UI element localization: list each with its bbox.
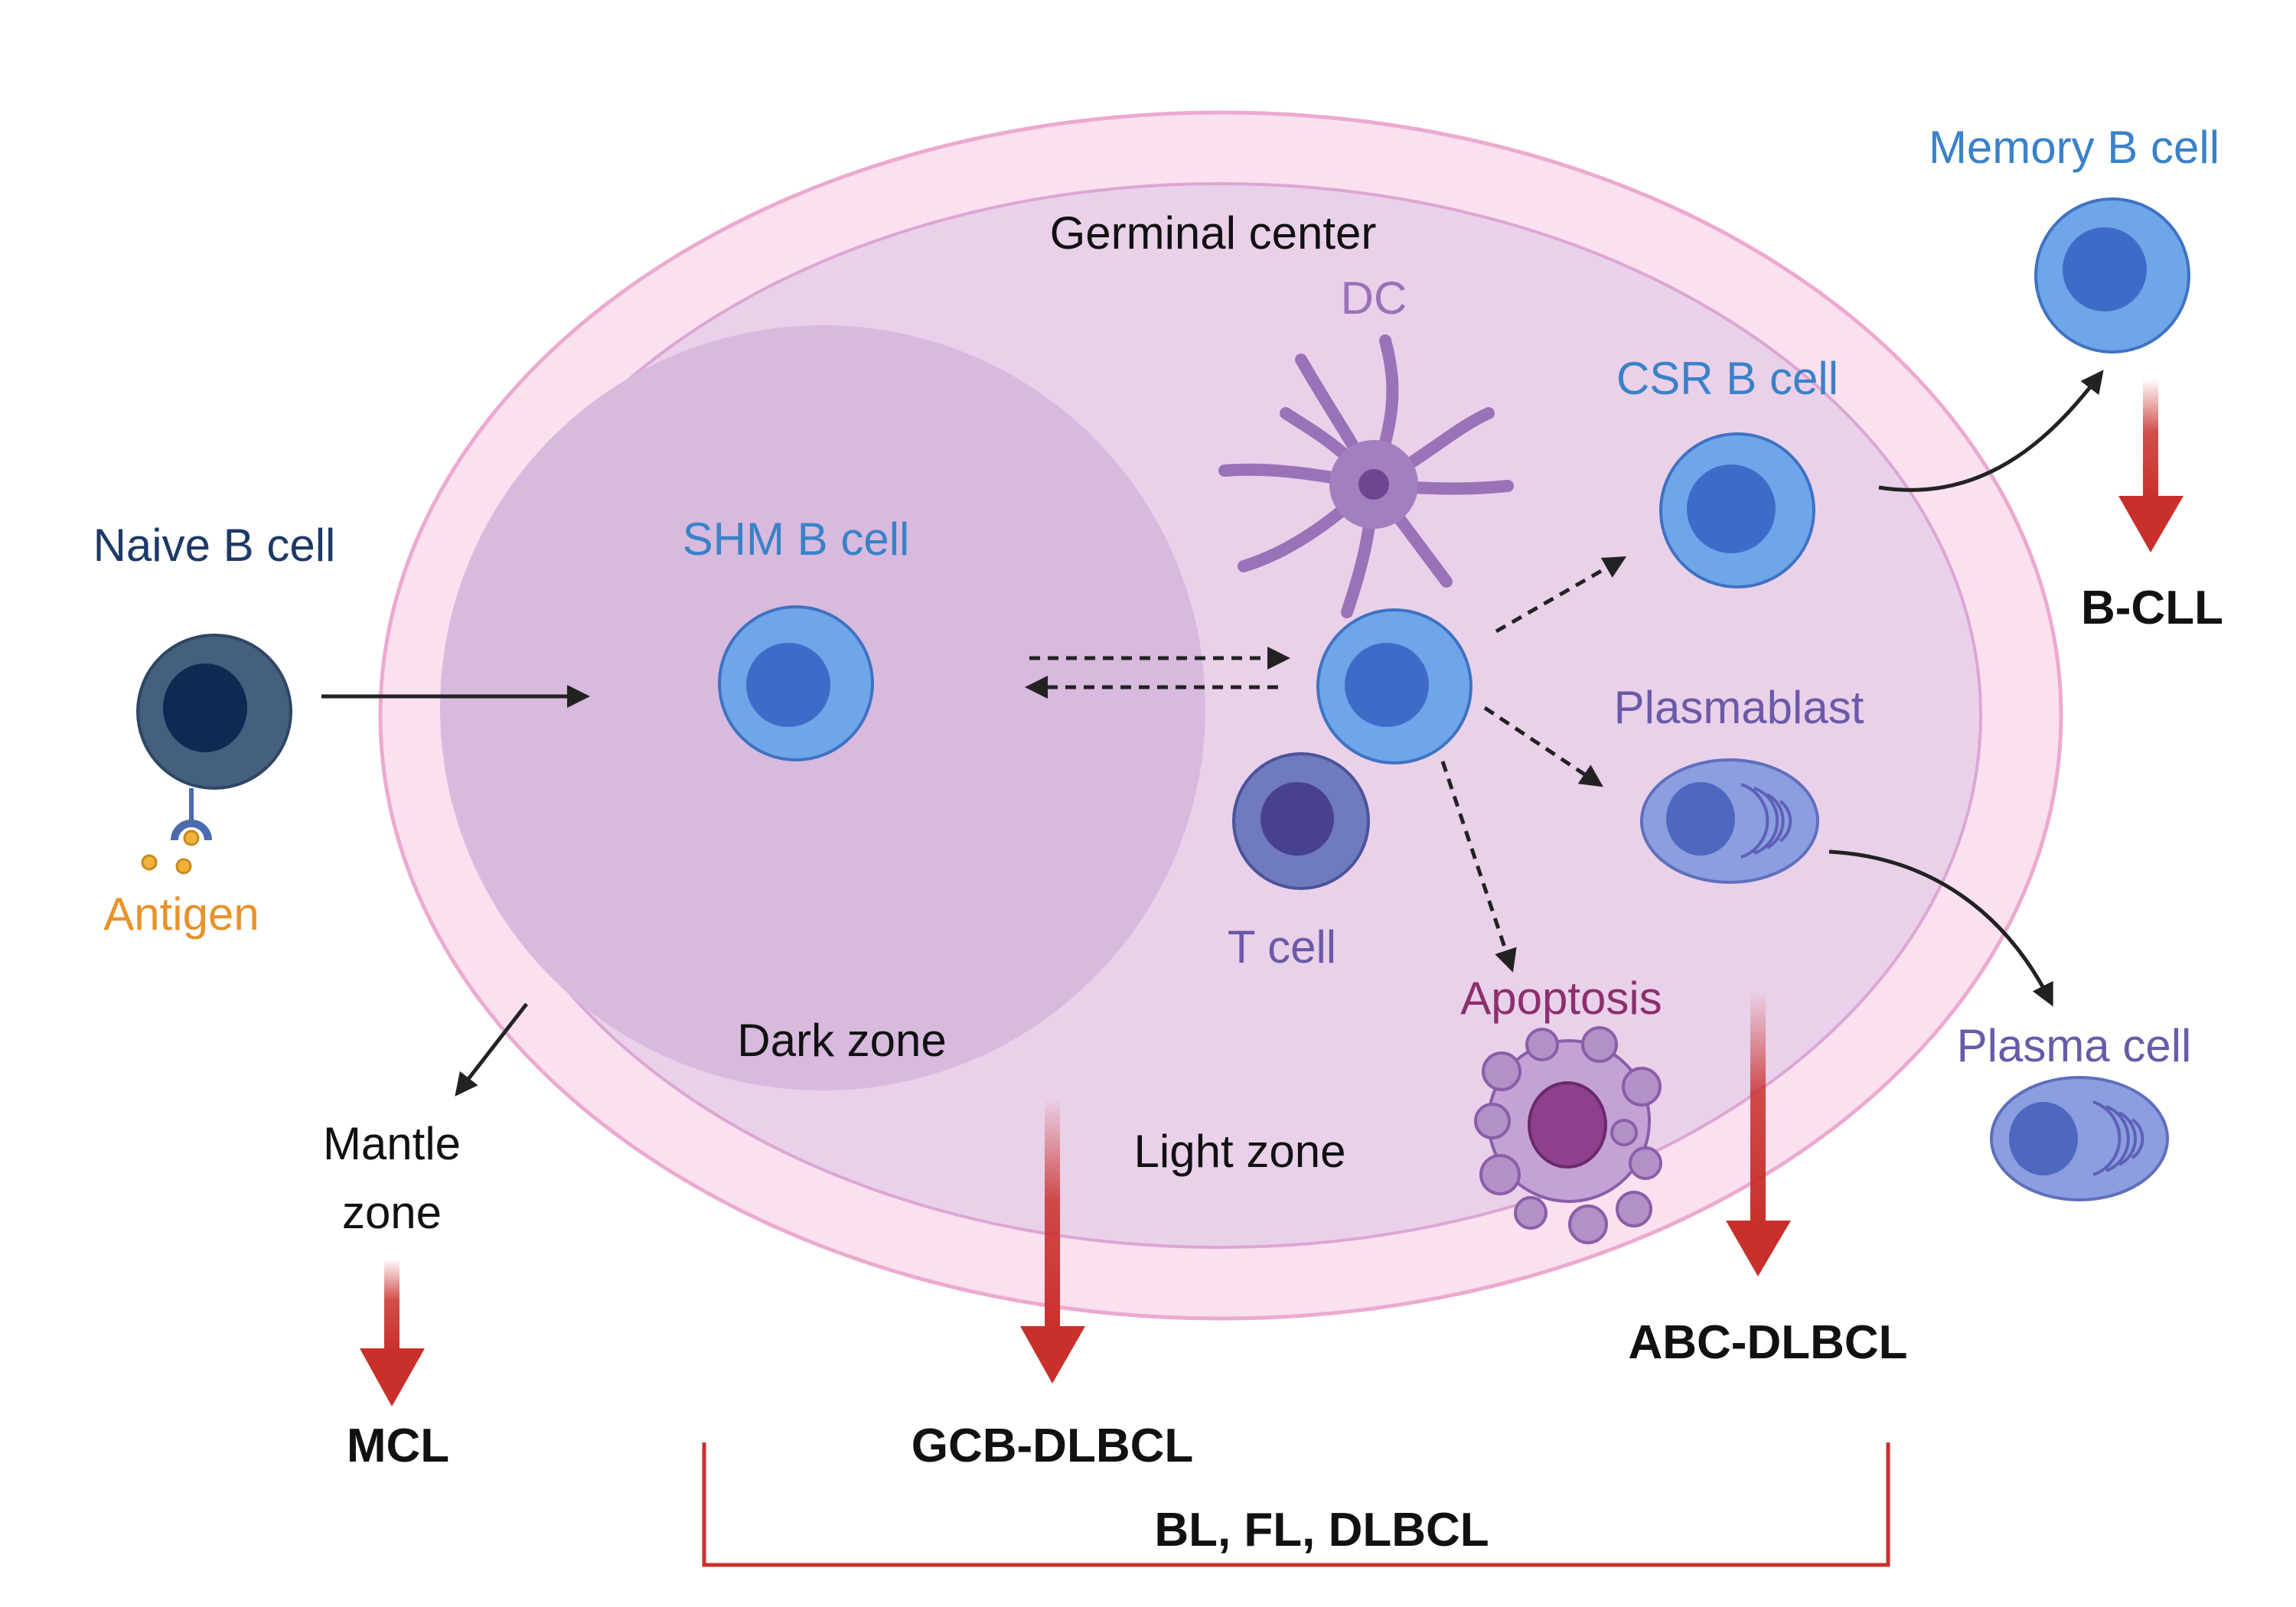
dc-label: DC [1341,272,1407,324]
antigen-label: Antigen [103,888,259,940]
plasmablast-cell [1640,758,1819,884]
naive-b-cell [136,634,292,841]
plasma-cell [1990,1076,2169,1201]
germinal-center-label: Germinal center [1050,207,1377,259]
abc-dlbcl-label: ABC-DLBCL [1628,1316,1907,1369]
gcb-dlbcl-label: GCB-DLBCL [912,1420,1194,1472]
t-cell [1232,752,1370,890]
light-zone-label: Light zone [1134,1126,1346,1177]
memory-b-cell [2034,197,2190,354]
apoptosis-label: Apoptosis [1460,973,1662,1024]
dendritic-cell-nucleus [1358,469,1389,500]
mantle-zone-label-line1: Mantle [323,1118,461,1169]
naive-b-cell-label: Naive B cell [93,520,336,571]
light-zone-b-cell [1316,608,1473,764]
bracket-group-label: BL, FL, DLBCL [1154,1504,1489,1556]
arrow-csr-to-memory [1878,370,2104,492]
arrow-to-plasmablast [1483,706,1603,787]
mantle-zone-label-line2: zone [342,1187,442,1238]
arrow-to-csr [1495,556,1627,634]
plasmablast-label: Plasmablast [1614,682,1864,733]
apoptotic-cell [1474,1026,1662,1244]
red-arrow-bcll [2118,379,2183,553]
csr-b-cell-label: CSR B cell [1616,353,1838,404]
plasma-cell-label: Plasma cell [1957,1020,2192,1071]
red-arrow-mcl [360,1259,425,1407]
arrow-to-mantle-zone [455,1002,528,1097]
memory-b-cell-label: Memory B cell [1929,122,2219,173]
shm-b-cell [718,605,874,761]
mcl-label: MCL [347,1420,449,1472]
arrow-plasmablast-to-plasma [1828,849,2053,1007]
csr-b-cell [1659,432,1815,588]
t-cell-label: T cell [1228,921,1336,973]
red-arrow-abc [1726,991,1791,1276]
antigen-particles [141,830,200,875]
dark-zone-label: Dark zone [737,1015,946,1066]
lymphoma-group-bracket [702,1442,1890,1567]
red-arrow-gcb [1020,1098,1085,1384]
b-cll-label: B-CLL [2081,582,2223,634]
shm-b-cell-label: SHM B cell [683,513,910,565]
